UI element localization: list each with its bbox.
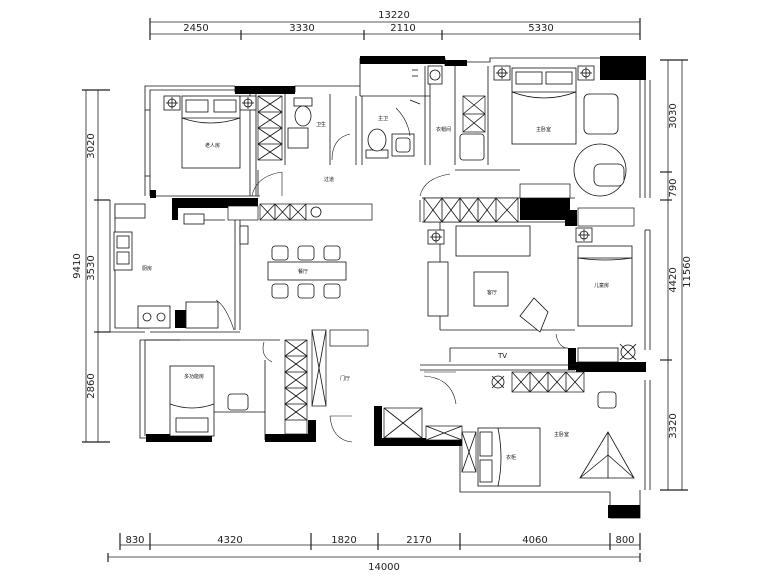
plant-icon: [619, 343, 637, 361]
room-label-living: 客厅: [487, 289, 497, 296]
lamp-icon: [577, 65, 595, 81]
top-seg-3: 2110: [390, 23, 415, 34]
top-total-label: 13220: [378, 10, 410, 21]
bottom-dimensions: 830 4320 1820 2170 4060 800 14000: [107, 533, 641, 573]
right-seg-4: 3320: [668, 413, 679, 438]
bed-master: [511, 67, 577, 145]
bottom-seg-1: 830: [125, 535, 144, 546]
left-seg-2: 3530: [86, 255, 97, 280]
room-label-corridor: 过道: [324, 176, 334, 183]
top-seg-2: 3330: [289, 23, 314, 34]
bottom-seg-4: 2170: [406, 535, 431, 546]
room-label-kids-room: 儿童房: [594, 282, 609, 289]
room-label-walk-in-closet: 衣帽间: [436, 126, 451, 133]
room-label-entrance: 门厅: [340, 375, 350, 382]
bottom-seg-3: 1820: [331, 535, 356, 546]
right-seg-1: 3030: [668, 103, 679, 128]
bed-kids: [577, 245, 633, 327]
top-seg-1: 2450: [183, 23, 208, 34]
room-label-bed: 衣柜: [506, 454, 516, 461]
bed-bottom-left: [169, 365, 215, 437]
room-label-bedroom-bottom-right: 主卧室: [554, 431, 569, 438]
left-seg-1: 3020: [86, 133, 97, 158]
doors: [215, 107, 567, 443]
top-dimensions: 13220 2450 3330 2110 5330: [149, 10, 641, 40]
room-label-bedroom-top-left: 老人房: [205, 142, 220, 149]
lamp-icon: [575, 227, 593, 243]
left-total-label: 9410: [72, 253, 83, 278]
bed-top-left: [181, 95, 241, 169]
bed-bottom-right: [477, 427, 541, 487]
right-seg-2: 790: [668, 178, 679, 197]
room-labels: 老人房 卫生 主卫 衣帽间 主卧室 过道 厨房 餐厅 客厅 儿童房 多功能房 门…: [142, 115, 609, 461]
bottom-seg-5: 4060: [522, 535, 547, 546]
room-label-bedroom-bottom-left: 多功能房: [184, 373, 204, 380]
lamp-icon: [239, 95, 257, 111]
lamp-icon: [493, 65, 511, 81]
room-label-bathroom-1: 卫生: [316, 121, 326, 128]
left-seg-3: 2860: [86, 373, 97, 398]
plant-icon: [491, 375, 505, 389]
toilet-icon: [293, 97, 313, 127]
lamp-icon: [163, 95, 181, 111]
cabinets: [227, 95, 635, 473]
beds: [169, 67, 633, 487]
tv-label: TV: [497, 352, 507, 360]
room-label-dining: 餐厅: [298, 268, 308, 275]
right-dimensions: 3030 790 4420 3320 11560: [660, 59, 693, 491]
furniture: [113, 65, 637, 479]
left-dimensions: 9410 3020 3530 2860: [72, 89, 110, 443]
bottom-seg-6: 800: [615, 535, 634, 546]
top-seg-4: 5330: [528, 23, 553, 34]
right-total-label: 11560: [682, 256, 693, 288]
walls: [146, 56, 646, 518]
lamp-icon: [427, 229, 445, 245]
toilet-icon: [365, 128, 389, 159]
bottom-total-label: 14000: [368, 562, 400, 573]
bottom-seg-2: 4320: [217, 535, 242, 546]
room-label-kitchen: 厨房: [142, 265, 152, 272]
room-label-master-bedroom: 主卧室: [536, 126, 551, 133]
right-seg-3: 4420: [668, 267, 679, 292]
room-label-bathroom-2: 主卫: [378, 115, 388, 122]
